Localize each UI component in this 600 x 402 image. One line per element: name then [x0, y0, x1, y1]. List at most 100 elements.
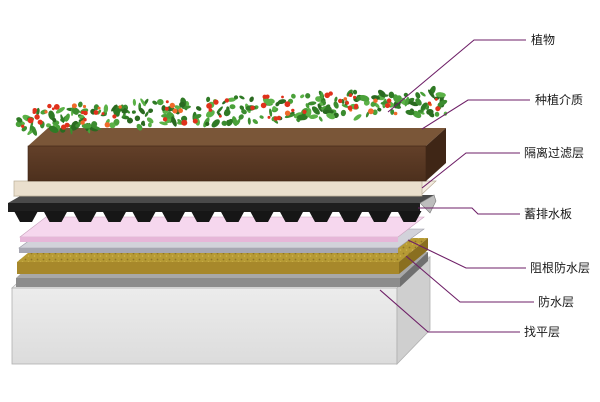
label-leveling: 找平层 — [524, 325, 560, 339]
flower — [284, 101, 291, 108]
leaf — [420, 102, 428, 111]
leaf — [177, 119, 183, 125]
leader-plants — [387, 39, 526, 113]
flower — [347, 105, 353, 111]
leaf — [148, 108, 154, 113]
leaf — [341, 104, 349, 108]
leaf — [392, 94, 400, 103]
leaf — [435, 92, 446, 98]
flower — [27, 117, 34, 124]
leaf — [415, 92, 421, 99]
growing-medium-block — [27, 128, 446, 182]
leaf — [284, 113, 296, 119]
flower — [338, 98, 343, 104]
leaf — [320, 91, 324, 99]
leaf — [211, 119, 220, 128]
flower — [353, 105, 359, 110]
leaf — [359, 94, 370, 102]
flower — [435, 106, 441, 112]
flower — [291, 108, 295, 113]
leaf — [352, 89, 358, 95]
leaf — [171, 116, 177, 127]
leaf — [320, 106, 326, 110]
flower — [260, 102, 267, 109]
leaf — [377, 107, 382, 112]
flower — [21, 124, 25, 128]
leaf — [259, 115, 264, 119]
leaf — [122, 113, 126, 118]
drainage-cup — [102, 211, 127, 222]
flower — [224, 98, 230, 103]
leader-leveling — [379, 289, 520, 333]
label-waterproof: 防水层 — [538, 294, 574, 309]
flower — [192, 118, 198, 124]
leaf — [134, 115, 141, 122]
leaf — [404, 96, 409, 107]
flower — [82, 104, 87, 109]
flower — [178, 108, 184, 114]
leaf — [179, 101, 186, 108]
leaf — [309, 114, 319, 119]
flower — [181, 119, 188, 126]
flower — [37, 119, 43, 125]
leaf — [205, 109, 215, 118]
leaf — [161, 105, 166, 112]
drainage-cup — [14, 211, 38, 222]
flower — [386, 98, 392, 103]
leaf — [127, 117, 133, 124]
leaf — [78, 115, 85, 119]
leaf — [333, 101, 339, 109]
flower — [393, 111, 398, 116]
flower — [118, 105, 122, 109]
flower — [164, 106, 169, 111]
leaf — [140, 120, 145, 126]
leaf — [205, 121, 210, 126]
flower — [348, 93, 353, 97]
leaf — [70, 120, 79, 130]
leaf — [420, 91, 426, 97]
layer-labels: 植物 种植介质 隔离过滤层 蓄排水板 阻根防水层 防水层 找平层 — [524, 32, 590, 339]
leaf — [296, 114, 308, 121]
leaf — [226, 118, 233, 127]
leaf — [405, 109, 415, 116]
drainage-cup — [250, 211, 274, 222]
leaf — [434, 111, 440, 117]
leaf — [249, 96, 254, 103]
flower — [51, 107, 55, 111]
leaf — [140, 98, 146, 107]
flower — [206, 103, 213, 109]
leader-filter-layer — [421, 152, 520, 189]
leaf — [252, 119, 258, 125]
leaf — [427, 89, 435, 99]
leaf — [109, 122, 116, 129]
drainage-cups — [14, 211, 422, 222]
leaf — [437, 99, 448, 107]
leaf — [322, 109, 334, 115]
leaf — [272, 106, 277, 111]
leaf — [221, 120, 228, 126]
leaf — [120, 104, 125, 110]
drainage-cup — [397, 211, 422, 222]
leaf — [353, 114, 362, 121]
flower — [97, 106, 101, 110]
drainage-cup — [161, 211, 186, 222]
drainage-cup — [191, 211, 215, 222]
drainage-cup — [368, 211, 392, 222]
leader-waterproof — [405, 255, 534, 303]
leaf — [111, 104, 118, 112]
flower — [172, 108, 178, 114]
leaf — [16, 117, 23, 123]
flower — [71, 103, 77, 109]
leaf — [174, 105, 182, 110]
drainage-cup — [338, 211, 363, 222]
leaf — [144, 111, 149, 117]
leaf — [131, 110, 136, 114]
leaf — [152, 100, 158, 105]
leaf — [231, 116, 238, 127]
leaf — [29, 120, 34, 132]
leaf — [93, 104, 100, 111]
leaf — [75, 107, 81, 113]
leaf — [91, 121, 98, 128]
leaf — [81, 123, 92, 129]
